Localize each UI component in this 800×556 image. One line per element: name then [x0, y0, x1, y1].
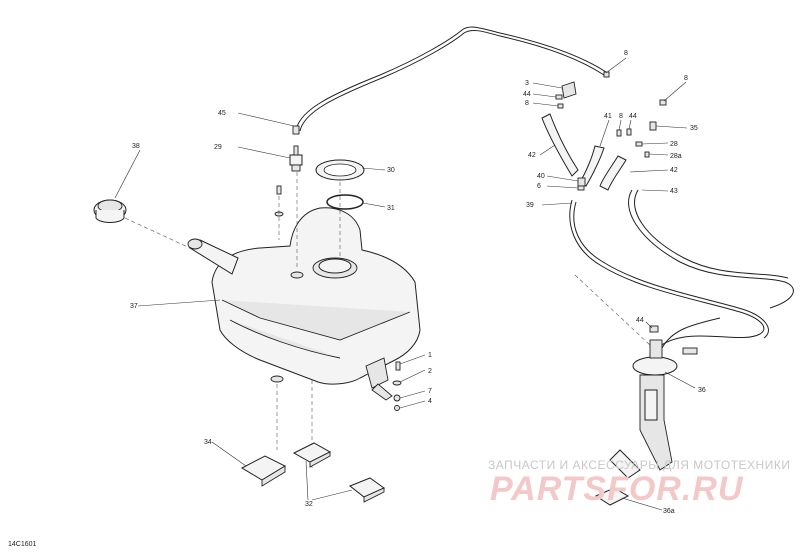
callout-2: 2	[428, 368, 432, 375]
callout-36: 36	[698, 387, 706, 394]
callout-28: 28	[670, 141, 678, 148]
callout-31: 31	[387, 205, 395, 212]
callout-34: 34	[204, 439, 212, 446]
clamp-44-top	[555, 94, 563, 100]
callout-28a: 28a	[670, 153, 682, 160]
callout-40: 40	[537, 173, 545, 180]
callout-42-right: 42	[670, 167, 678, 174]
hose-42-left	[541, 113, 579, 177]
callout-3: 3	[525, 80, 529, 87]
rubber-pad	[270, 375, 284, 383]
gasket-ring	[326, 194, 364, 210]
callout-8-top: 8	[624, 50, 628, 57]
fuel-gauge-sender	[289, 145, 303, 172]
pump-pad-36a	[594, 487, 630, 506]
clamp-44-mid	[626, 128, 632, 136]
callout-45: 45	[218, 110, 226, 117]
callout-42-left: 42	[528, 152, 536, 159]
watermark-logo: PARTSFOR.RU	[490, 470, 744, 508]
support-pad-34	[240, 455, 287, 487]
callout-labels: 1 2 3 4 6 7 8 8 8 8 28 28a 29 30 31 32 3…	[130, 50, 706, 515]
clamp-6	[577, 185, 585, 191]
callout-4: 4	[428, 398, 432, 405]
callout-8-right: 8	[684, 75, 688, 82]
fitting-28a	[644, 151, 650, 158]
callout-41: 41	[604, 113, 612, 120]
callout-6: 6	[537, 183, 541, 190]
fitting-35	[649, 121, 657, 131]
drawing-code: 14C1601	[8, 541, 37, 548]
callout-30: 30	[387, 167, 395, 174]
vent-line-end	[292, 125, 300, 135]
clamp-8-far-right	[659, 99, 667, 106]
lock-ring	[315, 159, 365, 181]
mounting-hardware	[392, 361, 402, 411]
clamp-8-upper-right	[603, 71, 610, 78]
clamp-44-pump	[649, 325, 659, 333]
callout-32: 32	[305, 501, 313, 508]
watermark-tagline: ЗАПЧАСТИ И АКСЕССУАРЫ ДЛЯ МОТОТЕХНИКИ	[488, 458, 790, 472]
callout-8-left: 8	[525, 100, 529, 107]
pump-alignment-line	[574, 274, 651, 346]
callout-1: 1	[428, 352, 432, 359]
callout-38: 38	[132, 143, 140, 150]
callout-35: 35	[690, 125, 698, 132]
hose-41	[579, 145, 605, 187]
fitting-3	[561, 81, 577, 99]
support-pad-32-upper	[292, 442, 332, 468]
callout-44-pump: 44	[636, 317, 644, 324]
vent-line-inner	[299, 29, 605, 132]
callout-36a: 36a	[663, 508, 675, 515]
hose-39	[569, 199, 765, 347]
leader-lines	[114, 57, 696, 511]
hose-43	[628, 189, 794, 309]
vent-line	[295, 26, 607, 131]
callout-43: 43	[670, 188, 678, 195]
callout-7: 7	[428, 388, 432, 395]
callout-29: 29	[214, 144, 222, 151]
support-pad-32-lower	[349, 477, 385, 503]
clamp-8-top	[557, 103, 564, 109]
fuel-tank	[187, 207, 421, 401]
callout-44-mid: 44	[629, 113, 637, 120]
callout-44-left: 44	[523, 91, 531, 98]
hose-39-inner	[573, 201, 769, 339]
callout-39: 39	[526, 202, 534, 209]
hose-42-right	[599, 155, 627, 191]
fuel-pump-module	[609, 339, 698, 479]
pump-outlet-hose	[661, 317, 721, 349]
callout-37: 37	[130, 303, 138, 310]
fitting-28	[635, 141, 643, 147]
hose-43-inner	[634, 189, 789, 279]
clamp-8-mid	[616, 129, 622, 137]
callout-8-mid: 8	[619, 113, 623, 120]
fitting-40	[577, 177, 586, 187]
fuel-cap	[93, 199, 127, 223]
